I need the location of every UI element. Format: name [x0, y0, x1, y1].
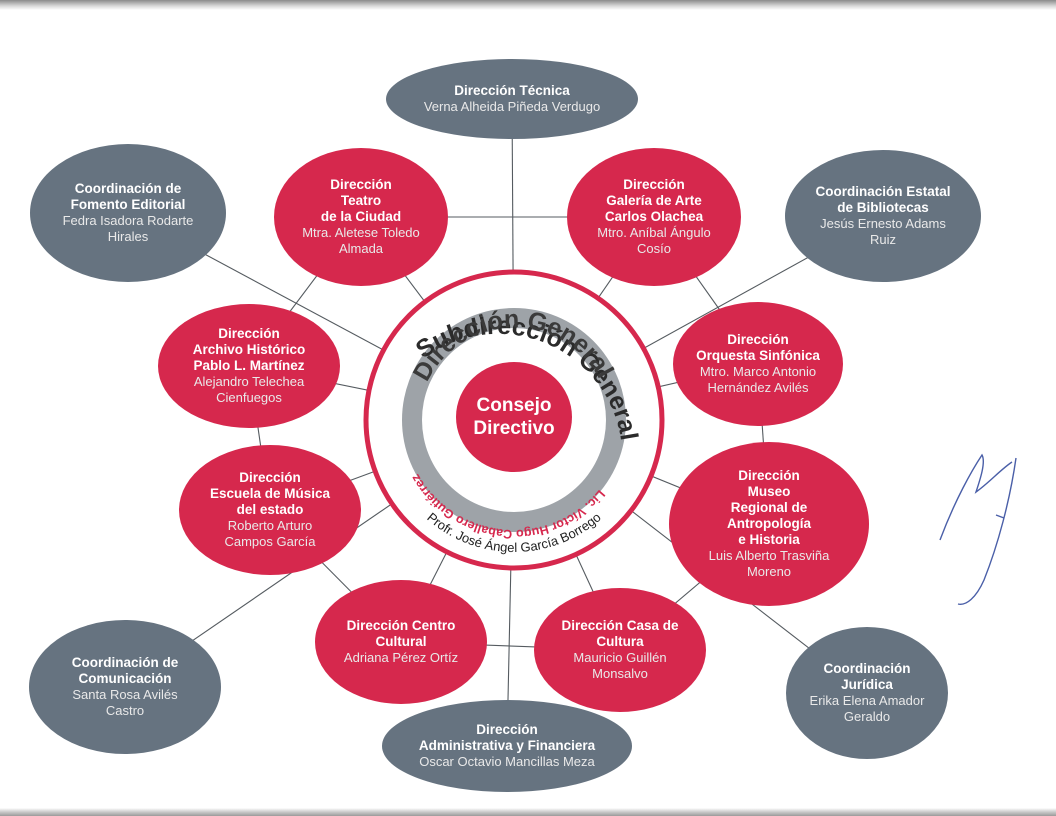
consejo-directivo-core: Consejo Directivo	[456, 362, 572, 472]
signature-stroke-3	[995, 514, 1005, 519]
scan-edge-top	[0, 0, 1056, 10]
unit-title: Dirección Técnica	[454, 83, 570, 98]
signature-stroke-1	[939, 453, 1013, 541]
core-line-2: Directivo	[473, 418, 555, 439]
unit-person-name: Oscar Octavio Mancillas Meza	[419, 754, 595, 769]
core-line-1: Consejo	[476, 395, 552, 416]
unit-person-name: Verna Alheida Piñeda Verdugo	[423, 99, 601, 114]
unit-person-name: Adriana Pérez Ortíz	[343, 650, 459, 665]
signature-stroke-2	[957, 457, 1017, 605]
scan-edge-bottom	[0, 808, 1056, 816]
handwritten-signature	[939, 453, 1017, 605]
